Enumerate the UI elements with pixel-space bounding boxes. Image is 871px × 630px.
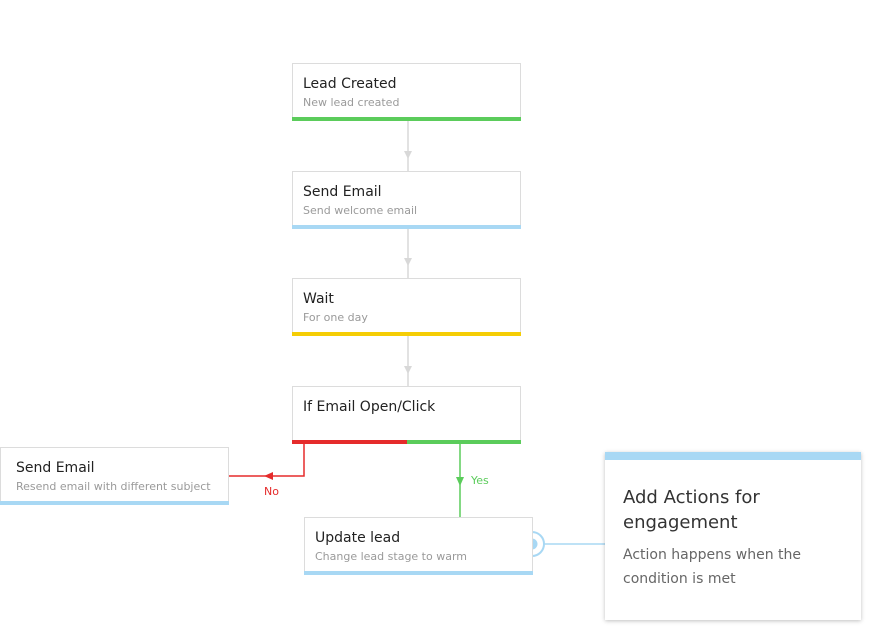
node-lead-created[interactable]: Lead Created New lead created xyxy=(292,63,521,121)
connector-arrow xyxy=(404,366,412,374)
no-branch-arrow xyxy=(264,472,273,480)
tooltip-accent-bar xyxy=(605,452,861,460)
node-resend-email[interactable]: Send Email Resend email with different s… xyxy=(0,447,229,505)
branch-no-label: No xyxy=(264,485,279,498)
node-update-lead[interactable]: Update lead Change lead stage to warm xyxy=(304,517,533,575)
node-subtitle: Resend email with different subject xyxy=(16,480,211,493)
tooltip-text: Action happens when the condition is met xyxy=(623,547,801,587)
branch-yes-label: Yes xyxy=(471,474,489,487)
node-accent-bar xyxy=(292,117,521,121)
node-send-email[interactable]: Send Email Send welcome email xyxy=(292,171,521,229)
node-title: Send Email xyxy=(16,460,95,476)
node-subtitle: New lead created xyxy=(303,96,400,109)
node-subtitle: Change lead stage to warm xyxy=(315,550,468,563)
connector-arrow xyxy=(404,151,412,159)
node-accent-bar xyxy=(304,571,533,575)
node-wait[interactable]: Wait For one day xyxy=(292,278,521,336)
node-subtitle: Send welcome email xyxy=(303,204,418,217)
node-condition[interactable]: If Email Open/Click xyxy=(292,386,521,444)
connector-arrow xyxy=(404,258,412,266)
condition-yes-accent-bar xyxy=(407,440,521,444)
node-accent-bar xyxy=(292,332,521,336)
node-title: Lead Created xyxy=(303,76,397,92)
condition-no-accent-bar xyxy=(292,440,407,444)
connector-no-branch xyxy=(229,444,305,477)
node-title: Wait xyxy=(303,291,334,307)
yes-branch-arrow xyxy=(456,477,464,486)
node-title: If Email Open/Click xyxy=(303,399,436,415)
tooltip-card: Add Actions for engagement Action happen… xyxy=(605,452,861,620)
tooltip-title: Add Actions for engagement xyxy=(623,487,760,533)
node-accent-bar xyxy=(0,501,229,505)
node-accent-bar xyxy=(292,225,521,229)
node-subtitle: For one day xyxy=(303,311,368,324)
node-title: Update lead xyxy=(315,530,401,546)
node-title: Send Email xyxy=(303,184,382,200)
